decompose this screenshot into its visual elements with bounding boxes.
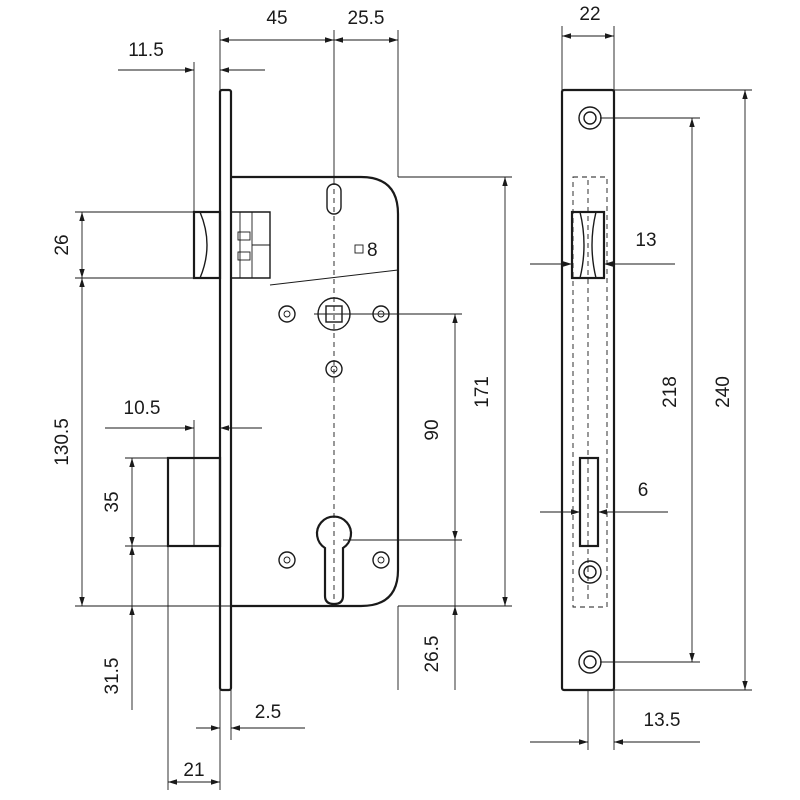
- spindle-hub: [314, 297, 354, 331]
- side-screw-holes: [578, 106, 602, 674]
- front-view: [166, 88, 400, 692]
- dim-26: 26: [52, 234, 73, 255]
- dim-171: 171: [472, 376, 493, 408]
- dim-13: 13: [635, 230, 656, 251]
- dim-6: 6: [638, 480, 649, 501]
- screw-holes: [278, 305, 390, 569]
- dim-45: 45: [266, 8, 287, 29]
- top-slot: [326, 183, 342, 215]
- dim-11-5: 11.5: [128, 40, 164, 61]
- faceplate: [218, 88, 233, 692]
- side-view: 22 13 6 218 240 13.5: [530, 4, 752, 750]
- dim-90: 90: [422, 419, 443, 440]
- cylinder-cutout: [315, 515, 353, 606]
- lock-case: [231, 175, 400, 608]
- latch-opening: [570, 210, 606, 280]
- dim-130-5: 130.5: [52, 418, 73, 466]
- dim-240: 240: [713, 376, 734, 408]
- dim-25-5: 25.5: [348, 8, 385, 29]
- dim-22: 22: [579, 4, 600, 25]
- dim-2-5: 2.5: [255, 702, 281, 723]
- dim-8: 8: [367, 240, 378, 261]
- square-marker: [354, 244, 364, 254]
- dim-26-5: 26.5: [422, 636, 443, 673]
- dim-35: 35: [102, 491, 123, 512]
- dim-13-5: 13.5: [644, 710, 681, 731]
- deadbolt-slot: [578, 456, 600, 548]
- dim-10-5: 10.5: [124, 398, 161, 419]
- latch-bolt: [192, 210, 271, 280]
- dim-218: 218: [660, 376, 681, 408]
- front-dimensions: 45 25.5 11.5 26 8 130.5 10.5 35 31.5 90 …: [52, 8, 512, 790]
- dim-21: 21: [183, 760, 204, 781]
- dim-31-5: 31.5: [102, 658, 123, 695]
